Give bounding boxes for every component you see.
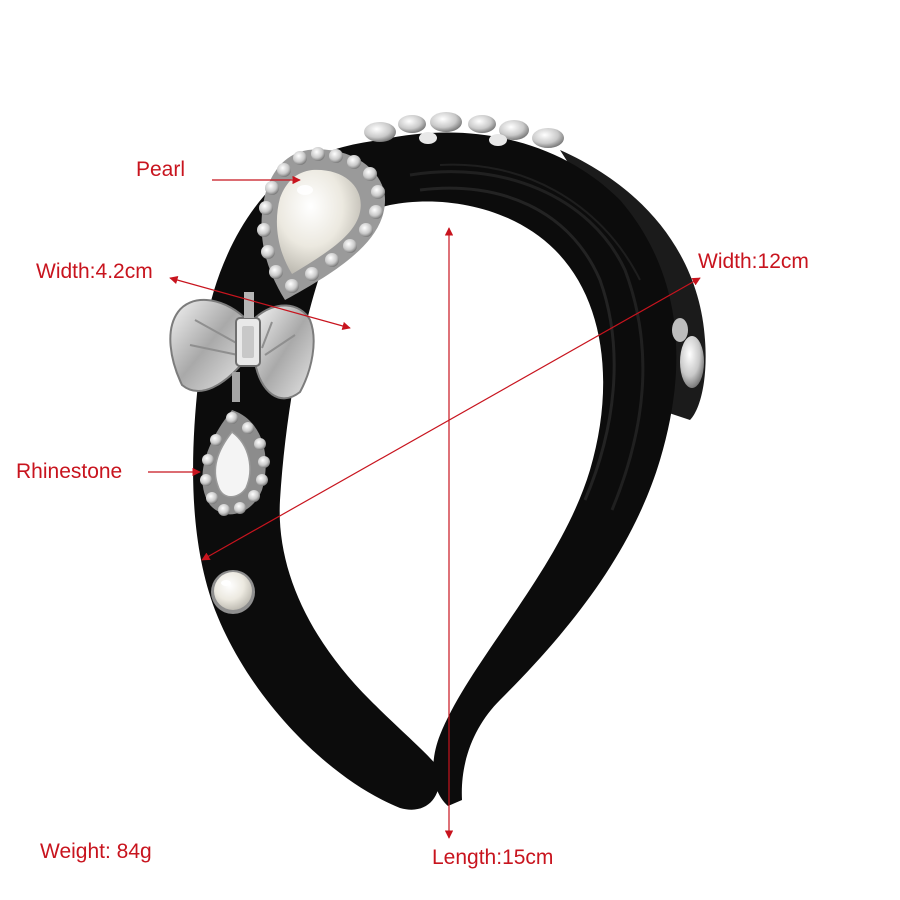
band-width-label: Width:4.2cm — [36, 260, 153, 283]
pearl-label: Pearl — [136, 158, 186, 181]
velvet-band — [193, 132, 677, 810]
length-label: Length:15cm — [432, 846, 554, 869]
annotation-arrows — [148, 175, 701, 839]
weight-label: Weight: 84g — [40, 840, 152, 863]
total-width-label: Width:12cm — [698, 250, 809, 273]
top-rhinestone-cluster — [364, 112, 564, 148]
pearl-pendant — [257, 147, 385, 300]
small-pearl — [211, 570, 255, 614]
rhinestone-label: Rhinestone — [16, 460, 123, 483]
